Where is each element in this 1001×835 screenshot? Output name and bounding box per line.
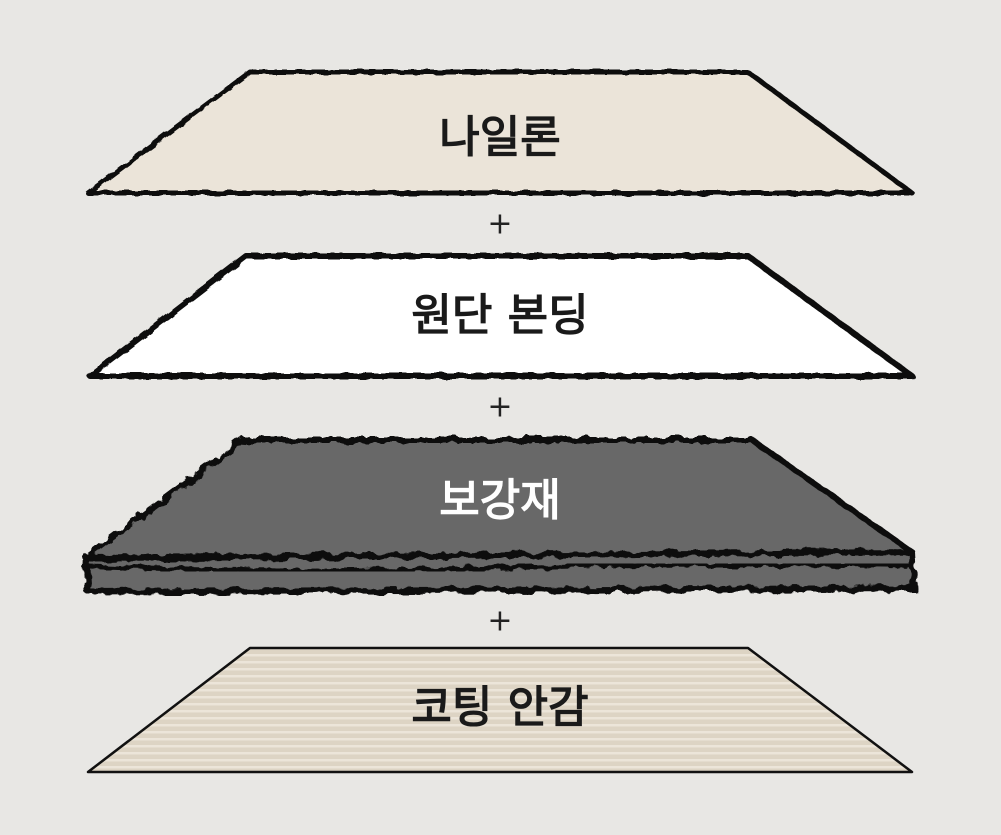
layer-reinforcement-edge	[87, 561, 913, 574]
layer-nylon: 나일론	[85, 69, 915, 196]
layer-coating-shape	[86, 646, 914, 774]
layer-nylon-label: 나일론	[439, 112, 560, 163]
plus-separator-1: +	[487, 207, 512, 242]
plus-separator-3: +	[487, 604, 512, 639]
layer-bonding-shape	[87, 253, 915, 379]
layer-bonding: 원단 본딩	[87, 253, 915, 379]
layer-nylon-shape	[85, 69, 915, 196]
layer-coating: 코팅 안감	[86, 646, 914, 774]
layer-reinforcement-label: 보강재	[439, 475, 560, 526]
layer-bonding-label: 원단 본딩	[411, 290, 588, 341]
layer-reinforcement-top	[83, 437, 915, 561]
layer-reinforcement: 보강재	[83, 437, 917, 595]
plus-separator-2: +	[487, 390, 512, 425]
layer-coating-label: 코팅 안감	[411, 682, 588, 733]
